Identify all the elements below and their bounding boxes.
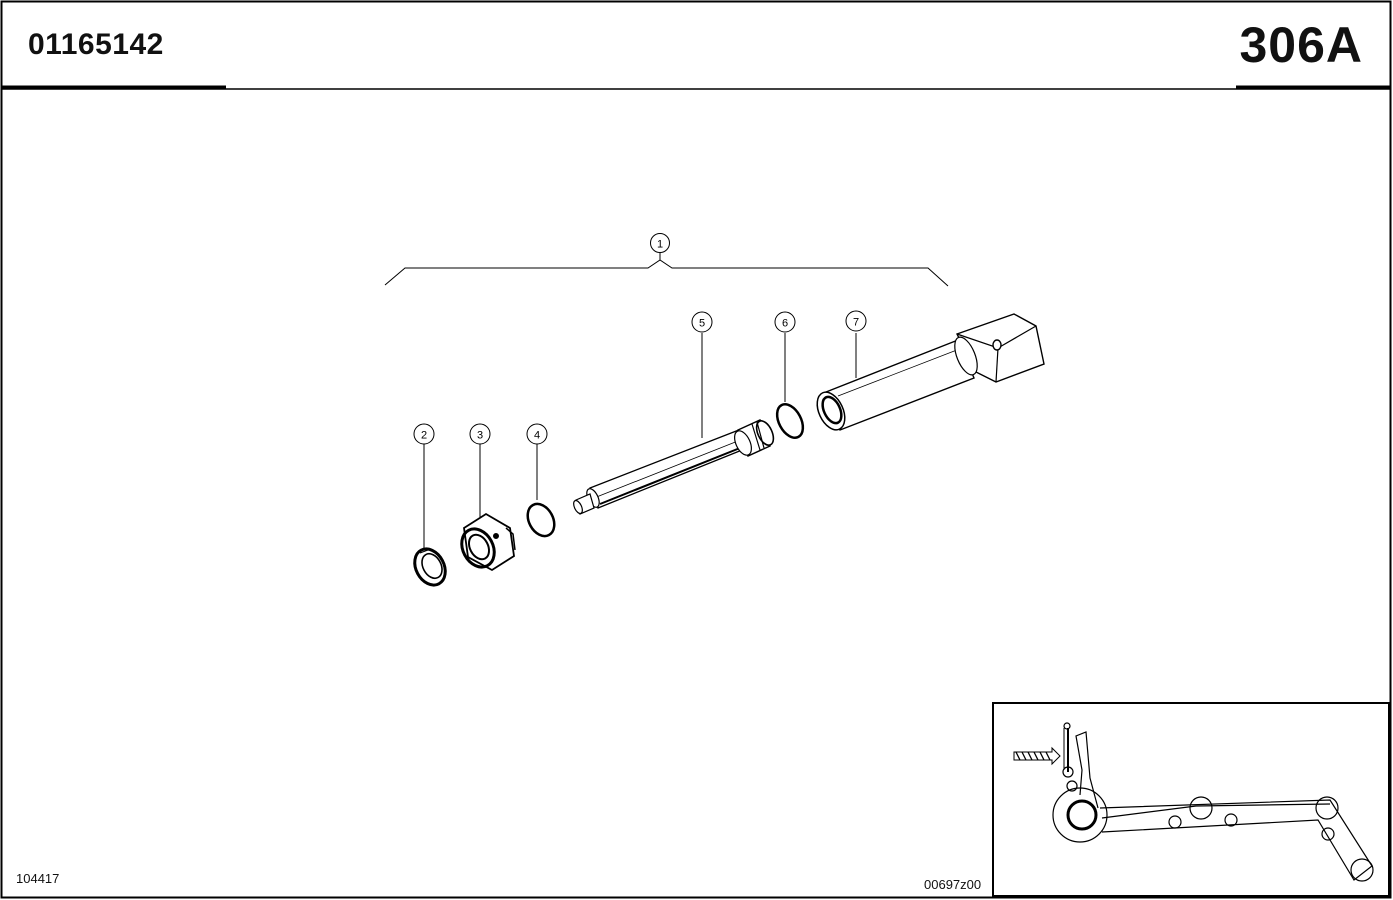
drawing-reference-left: 104417 bbox=[16, 871, 60, 886]
callout-label: 5 bbox=[699, 318, 705, 330]
callout-label: 4 bbox=[534, 430, 540, 442]
drawing-reference-right: 00697z00 bbox=[924, 877, 982, 892]
part-6-o-ring bbox=[775, 403, 805, 439]
callout-2: 2 bbox=[413, 423, 435, 445]
callout-label: 1 bbox=[657, 239, 663, 251]
callout-label: 3 bbox=[477, 430, 483, 442]
part-7-cylinder-tube bbox=[816, 313, 1045, 431]
callout-6: 6 bbox=[774, 311, 796, 333]
callout-4: 4 bbox=[526, 423, 548, 445]
callout-3: 3 bbox=[469, 423, 491, 445]
callout-5: 5 bbox=[691, 311, 713, 333]
part-number: 01165142 bbox=[28, 28, 164, 61]
callout-7: 7 bbox=[845, 310, 867, 332]
callout-label: 6 bbox=[782, 318, 788, 330]
locator-arrow bbox=[1013, 746, 1061, 766]
callout-label: 2 bbox=[421, 430, 427, 442]
part-4-o-ring bbox=[526, 502, 556, 538]
leader-lines bbox=[423, 252, 857, 550]
locator-inset bbox=[992, 702, 1390, 897]
part-2-wiper-ring bbox=[413, 547, 447, 587]
part-5-piston-rod bbox=[573, 419, 775, 515]
callout-label: 7 bbox=[853, 317, 859, 329]
assembly-bracket bbox=[384, 259, 949, 287]
page-code: 306A bbox=[1239, 17, 1363, 73]
part-3-gland-nut bbox=[460, 512, 516, 572]
callout-1: 1 bbox=[650, 233, 670, 253]
